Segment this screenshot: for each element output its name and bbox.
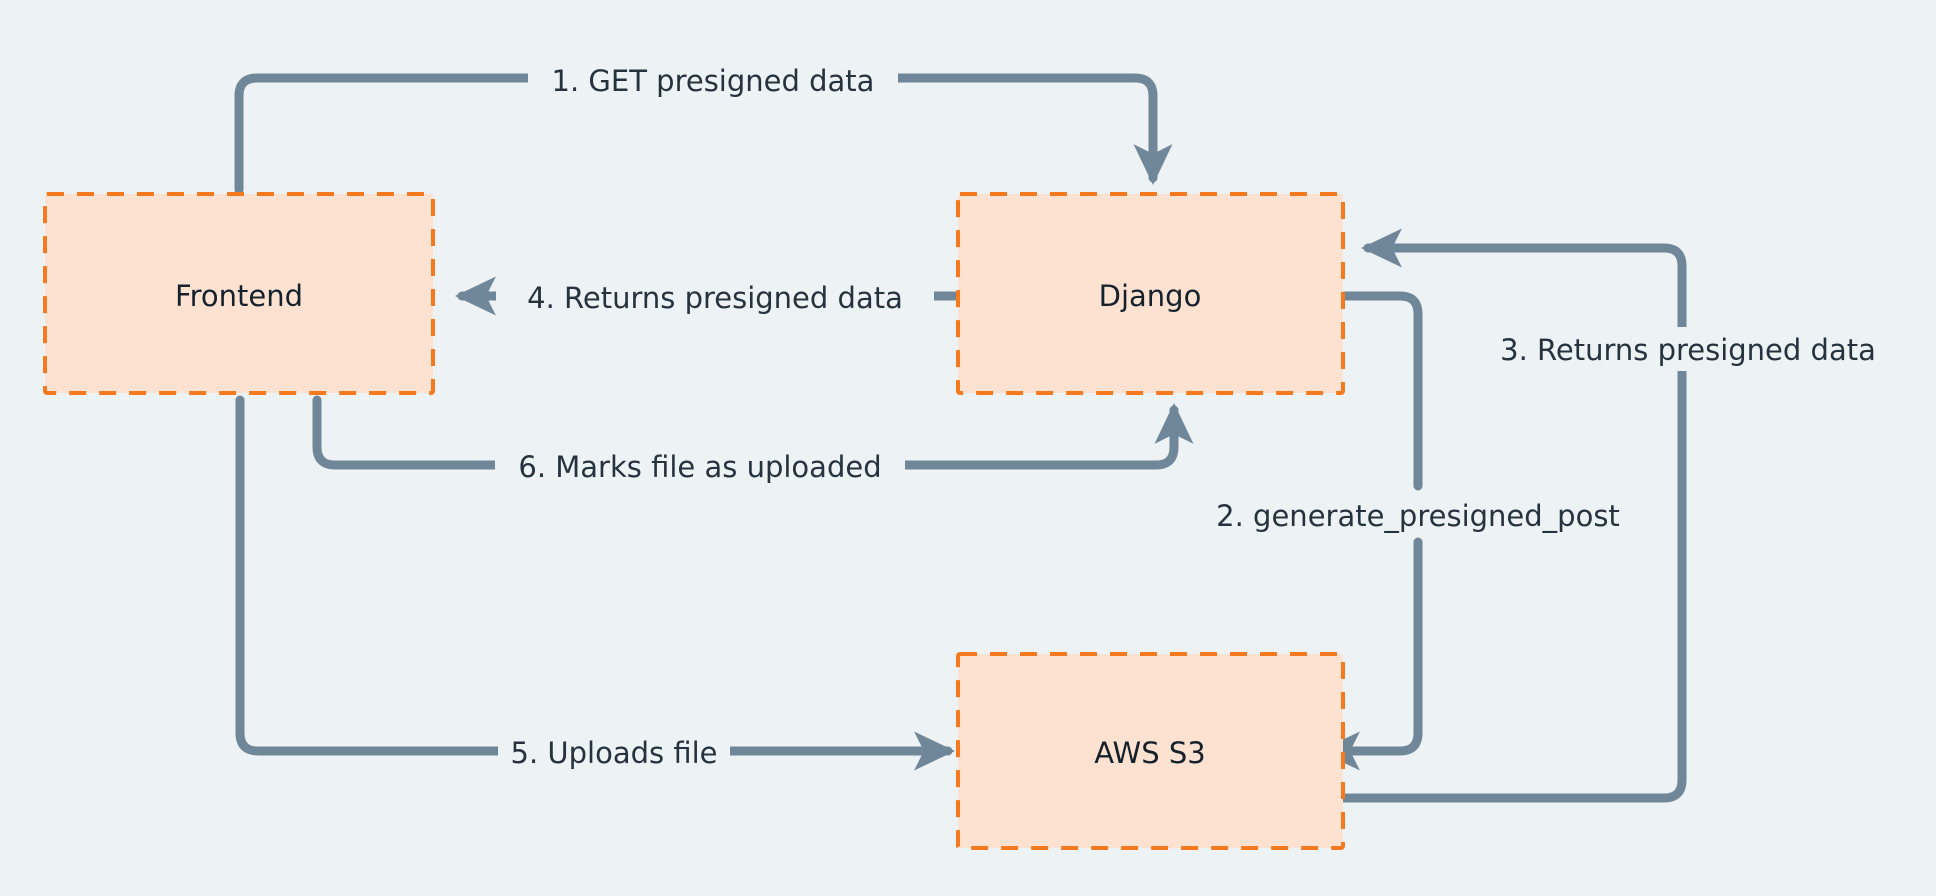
edge-1-path-left <box>234 73 535 195</box>
node-aws-s3-label: AWS S3 <box>1094 736 1205 770</box>
edge-3-label: 3. Returns presigned data <box>1500 333 1876 367</box>
node-django[interactable]: Django <box>956 192 1345 395</box>
node-frontend-box[interactable] <box>43 192 435 395</box>
edge-3-label-bg <box>1440 327 1936 371</box>
edge-2-path-lower <box>1318 537 1423 771</box>
edge-3-path-lower <box>1335 358 1687 803</box>
edge-5-label-bg <box>498 729 730 773</box>
node-frontend-label: Frontend <box>175 279 303 313</box>
edge-5-uploads-file: 5. Uploads file <box>235 395 956 773</box>
edge-2-label: 2. generate_presigned_post <box>1216 499 1620 533</box>
edge-4-returns-presigned-data: 4. Returns presigned data <box>454 274 960 318</box>
edge-1-label-bg <box>528 58 898 100</box>
edge-5-path-left <box>235 395 505 756</box>
edge-5-label: 5. Uploads file <box>511 736 718 770</box>
edge-3-path-upper <box>1360 228 1687 332</box>
edge-6-label-bg <box>495 443 905 487</box>
node-aws-s3[interactable]: AWS S3 <box>956 652 1345 850</box>
edge-6-path-right <box>898 402 1194 470</box>
edge-6-marks-file-as-uploaded: 6. Marks file as uploaded <box>312 395 1194 487</box>
edge-6-label: 6. Marks file as uploaded <box>518 450 881 484</box>
node-frontend[interactable]: Frontend <box>43 192 435 395</box>
edge-4-label-bg <box>496 274 934 318</box>
node-django-label: Django <box>1099 279 1202 313</box>
edge-1-path-right <box>891 73 1173 186</box>
edge-6-path-left <box>312 395 502 470</box>
edge-2-path-upper <box>1335 291 1423 491</box>
edge-4-label: 4. Returns presigned data <box>527 281 903 315</box>
edge-1-label: 1. GET presigned data <box>552 64 875 98</box>
node-django-box[interactable] <box>956 192 1345 395</box>
edge-2-label-bg <box>1180 492 1656 536</box>
node-aws-s3-box[interactable] <box>956 652 1345 850</box>
edge-3-returns-presigned-data: 3. Returns presigned data <box>1335 228 1936 803</box>
edge-2-generate-presigned-post: 2. generate_presigned_post <box>1180 291 1656 771</box>
edge-1-get-presigned-data: 1. GET presigned data <box>234 58 1173 195</box>
